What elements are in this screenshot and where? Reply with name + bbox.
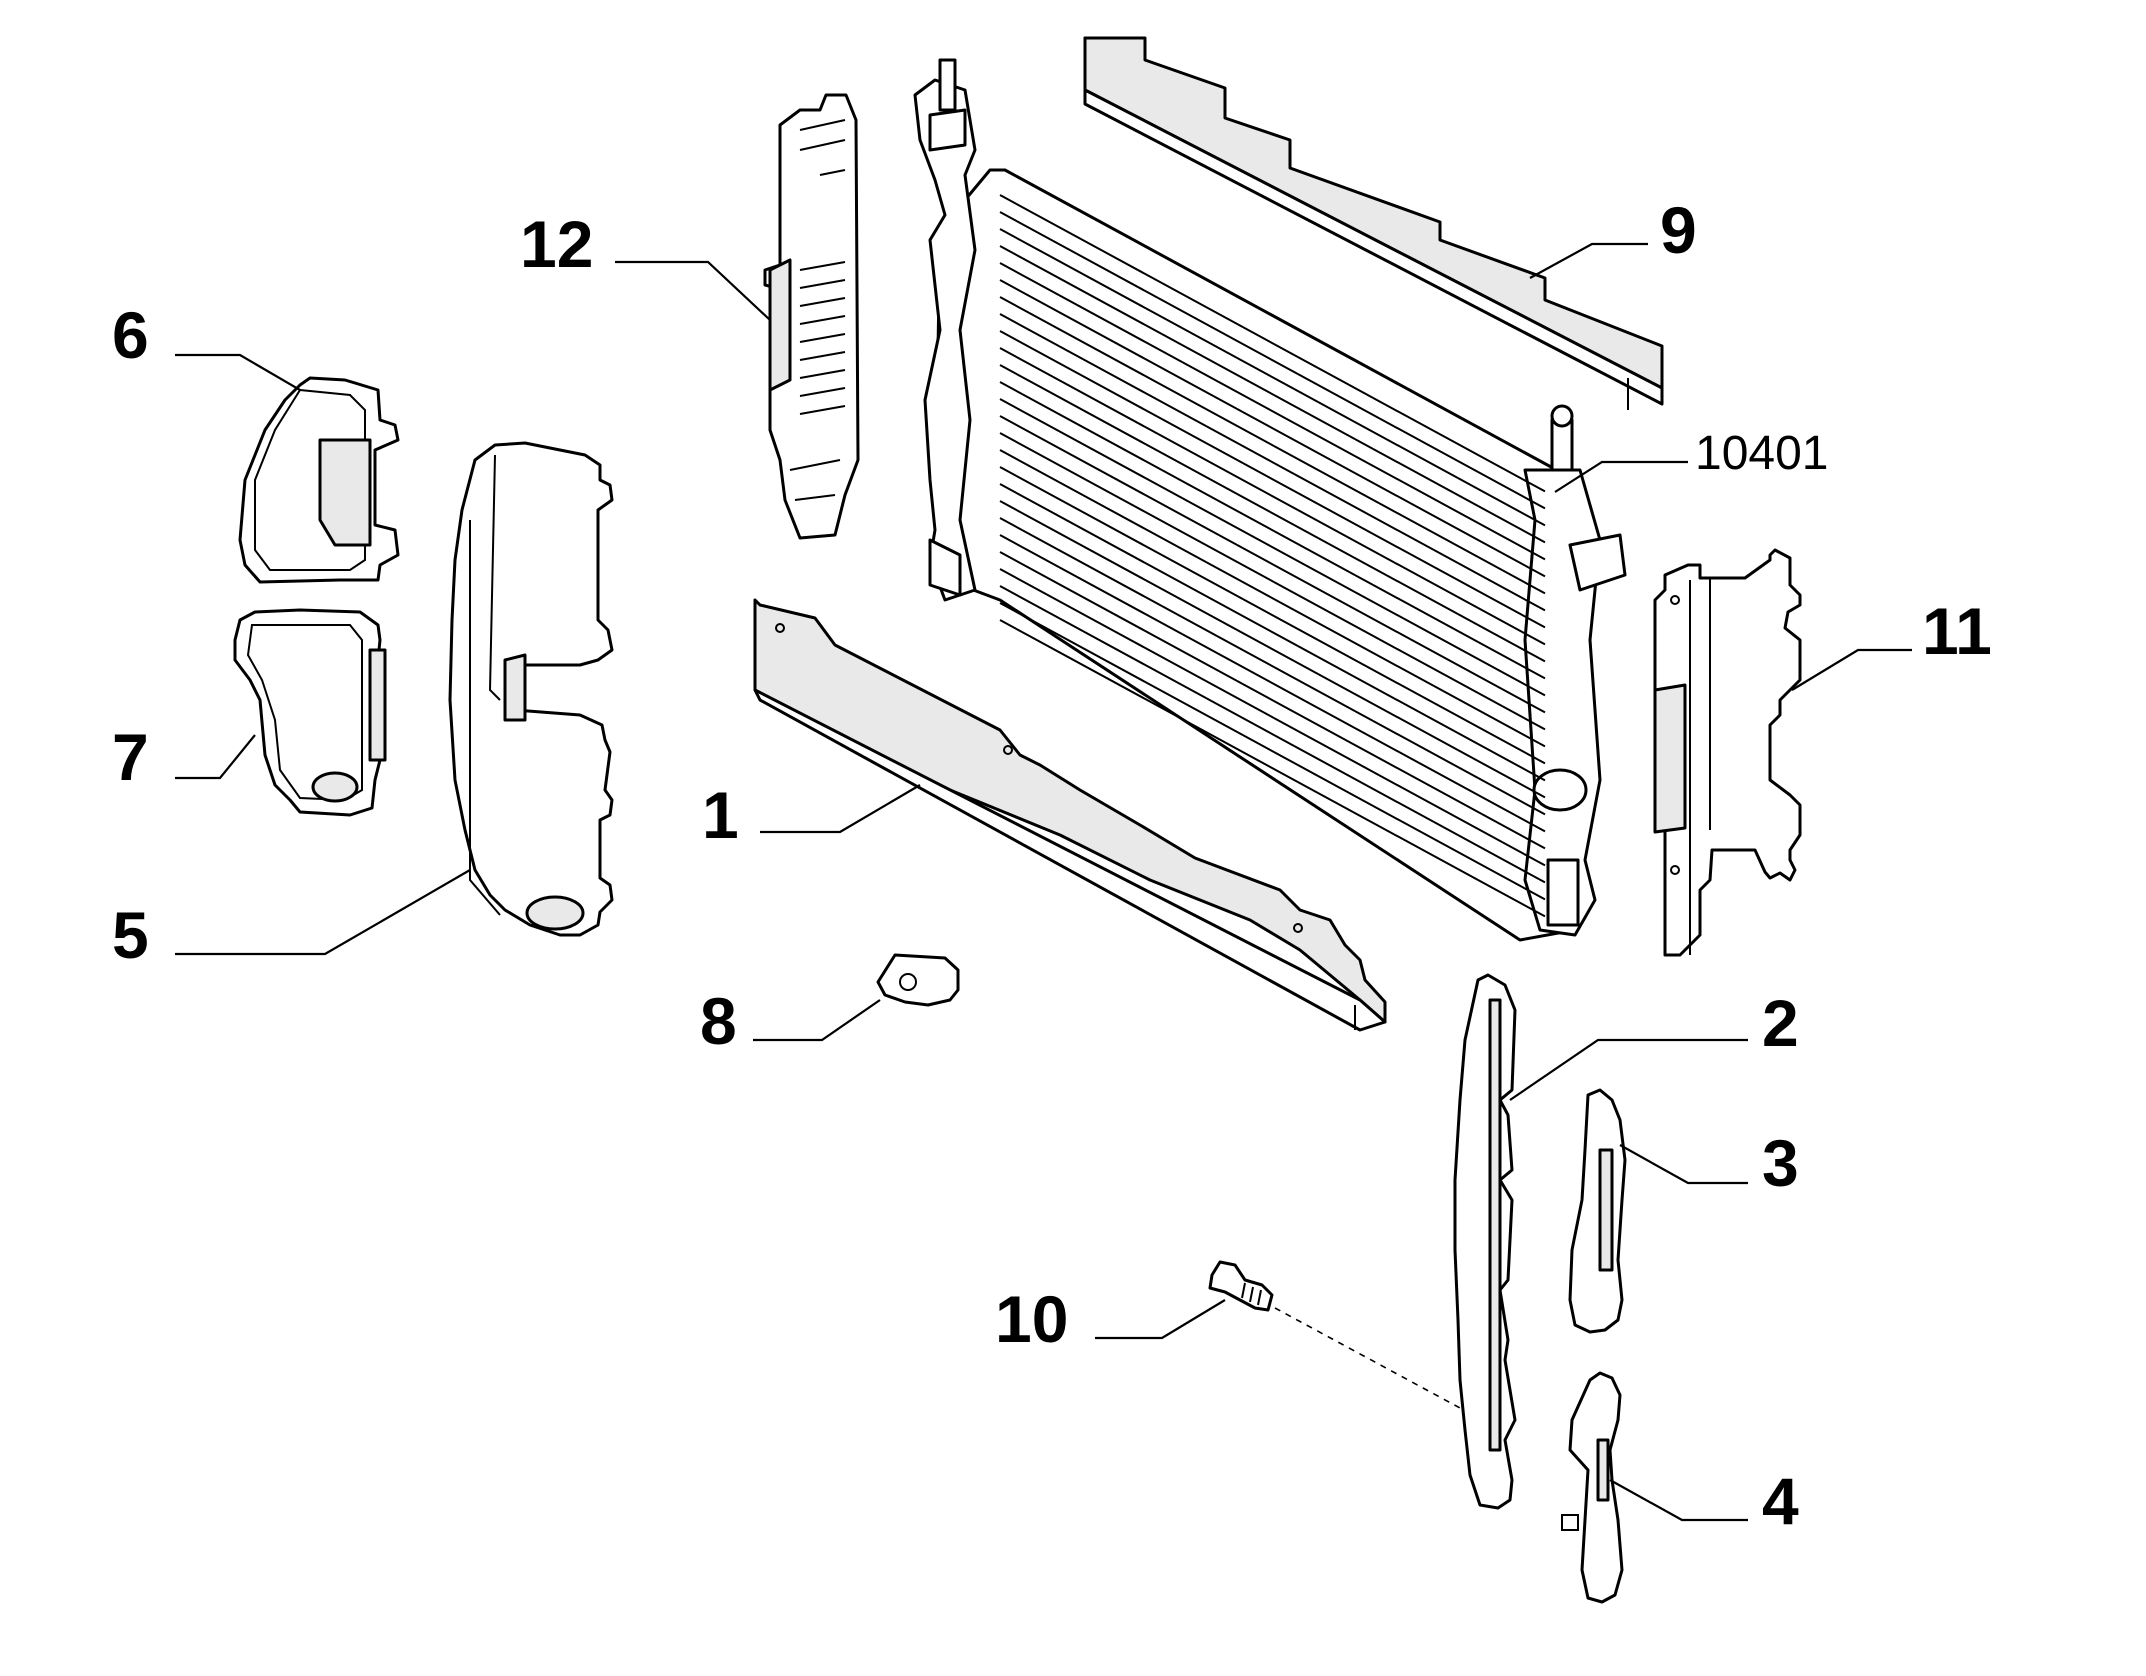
leader-9: [1529, 242, 1648, 279]
leader-3: [1619, 1144, 1748, 1185]
label-code: 10401: [1695, 427, 1828, 480]
part-6-upper-deflector: [238, 376, 400, 584]
radiator-fin-line: [999, 194, 1546, 493]
radiator-fin-line: [999, 415, 1546, 714]
label-12: 12: [520, 207, 593, 281]
part-3-small-deflector: [1568, 1088, 1627, 1334]
leader-lines: [175, 242, 1912, 1522]
radiator-fin-line: [999, 602, 1546, 901]
screw-axis-line: [1274, 1307, 1461, 1409]
radiator-fin-line: [999, 432, 1546, 731]
leader-8: [753, 999, 881, 1042]
radiator-fin-line: [999, 398, 1546, 697]
radiator-fin-line: [999, 211, 1546, 510]
callout-labels: 12 9 10401 11 6 7 5 1 8 2 3 10 4: [112, 193, 1992, 1538]
radiator-fin-line: [999, 449, 1546, 748]
leader-11: [1791, 648, 1912, 691]
label-6: 6: [112, 298, 149, 372]
label-2: 2: [1762, 986, 1799, 1060]
part-12-side-bracket: [763, 93, 860, 540]
label-11: 11: [1922, 594, 1992, 668]
radiator-fin-line: [999, 534, 1546, 833]
part-1-lower-seal: [753, 598, 1387, 1032]
label-9: 9: [1660, 193, 1697, 267]
radiator-fin-line: [999, 330, 1546, 629]
radiator-fin-line: [999, 381, 1546, 680]
label-10: 10: [995, 1282, 1068, 1356]
radiator-fin-line: [999, 517, 1546, 816]
leader-1: [760, 784, 921, 834]
part-7-lower-deflector: [233, 608, 387, 817]
leader-2: [1509, 1038, 1748, 1101]
radiator-fin-line: [999, 313, 1546, 612]
radiator-fin-line: [999, 551, 1546, 850]
radiator-fins: [999, 194, 1546, 918]
leader-7: [175, 734, 256, 780]
leader-10401: [1554, 460, 1688, 493]
radiator-fin-line: [999, 228, 1546, 527]
part-11-side-bracket: [1653, 548, 1802, 957]
label-5: 5: [112, 898, 149, 972]
part-8-clip-nut: [876, 953, 960, 1007]
radiator-fin-line: [999, 364, 1546, 663]
part-5-large-deflector: [448, 441, 614, 937]
part-10-screw: [1208, 1260, 1274, 1312]
part-2-tall-deflector: [1453, 973, 1517, 1510]
radiator-fin-line: [999, 347, 1546, 646]
label-3: 3: [1762, 1126, 1799, 1200]
radiator-fin-line: [999, 262, 1546, 561]
leader-6: [175, 353, 301, 391]
label-4: 4: [1762, 1464, 1799, 1538]
radiator-fin-line: [999, 619, 1546, 918]
leader-10: [1095, 1299, 1226, 1340]
leader-12: [615, 260, 771, 321]
radiator-fin-line: [999, 245, 1546, 544]
radiator-fin-line: [999, 500, 1546, 799]
radiator-fin-line: [999, 279, 1546, 578]
radiator-fin-line: [999, 483, 1546, 782]
radiator-fin-line: [999, 296, 1546, 595]
leader-4: [1609, 1479, 1748, 1522]
label-8: 8: [700, 984, 737, 1058]
radiator-fin-line: [999, 568, 1546, 867]
radiator-fin-line: [999, 466, 1546, 765]
label-1: 1: [702, 778, 739, 852]
part-9-upper-seal: [1083, 36, 1664, 410]
leader-5: [175, 869, 471, 956]
radiator-fin-line: [999, 585, 1546, 884]
label-7: 7: [112, 720, 149, 794]
part-4-lower-deflector: [1561, 1371, 1624, 1604]
